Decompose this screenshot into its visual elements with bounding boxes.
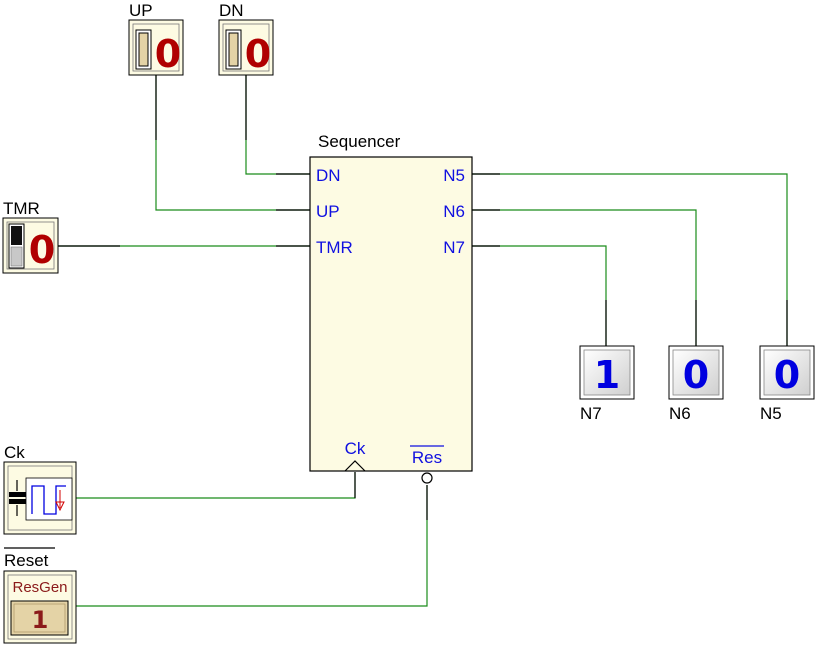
tmr-switch-toggle-icon[interactable] xyxy=(11,226,22,245)
reset-label: Reset xyxy=(4,551,49,570)
reset-value: 1 xyxy=(32,606,49,634)
sequencer-title: Sequencer xyxy=(318,132,401,151)
up-switch[interactable]: UP 0 xyxy=(128,1,184,76)
display-n6-digit: 0 xyxy=(683,353,709,397)
pin-stubs xyxy=(58,75,788,520)
pin-dn: DN xyxy=(316,166,341,185)
display-n7: 1 N7 xyxy=(579,345,635,423)
reset-box-title: ResGen xyxy=(12,579,67,596)
pin-n6: N6 xyxy=(443,202,465,221)
clock-triangle-icon xyxy=(344,460,366,472)
pin-n7: N7 xyxy=(443,238,465,257)
clock-crystal-icon xyxy=(9,480,26,516)
tmr-switch-digit: 0 xyxy=(29,228,55,272)
dn-switch-toggle-icon[interactable] xyxy=(228,32,239,67)
reset-button[interactable] xyxy=(10,600,69,636)
dn-switch[interactable]: DN 0 xyxy=(218,1,274,76)
display-n6: 0 N6 xyxy=(668,345,724,423)
wire-n5 xyxy=(472,173,788,346)
up-switch-label: UP xyxy=(129,1,153,20)
display-n5-label: N5 xyxy=(760,404,782,423)
tmr-switch-label: TMR xyxy=(3,199,40,218)
reset-generator[interactable]: Reset ResGen 1 xyxy=(3,547,77,644)
wire-reset xyxy=(76,485,428,607)
wire-clock xyxy=(76,472,356,499)
dn-switch-digit: 0 xyxy=(245,32,271,76)
wire-up xyxy=(155,75,310,211)
display-n5: 0 N5 xyxy=(759,345,815,423)
up-switch-digit: 0 xyxy=(155,32,181,76)
inversion-bubble-icon xyxy=(421,472,433,484)
pin-res: Res xyxy=(412,448,442,467)
pin-n5: N5 xyxy=(443,166,465,185)
display-n5-digit: 0 xyxy=(774,353,800,397)
wire-dn xyxy=(245,75,310,175)
dn-switch-label: DN xyxy=(219,1,244,20)
display-n6-label: N6 xyxy=(669,404,691,423)
clock-label: Ck xyxy=(4,443,25,462)
pin-ck: Ck xyxy=(345,439,366,458)
wire-n7 xyxy=(472,245,607,346)
tmr-switch[interactable]: TMR 0 xyxy=(2,199,59,274)
pin-tmr: TMR xyxy=(316,238,353,257)
clock-generator[interactable]: Ck xyxy=(3,443,77,535)
wire-n6 xyxy=(472,209,697,346)
display-n7-digit: 1 xyxy=(594,353,620,397)
clock-waveform-icon xyxy=(31,485,66,515)
sequencer-body xyxy=(309,156,473,472)
up-switch-toggle-icon[interactable] xyxy=(138,32,149,67)
display-n7-label: N7 xyxy=(580,404,602,423)
pin-up: UP xyxy=(316,202,340,221)
sequencer-block[interactable]: Sequencer DN UP TMR N5 N6 N7 Ck Res xyxy=(309,132,473,484)
